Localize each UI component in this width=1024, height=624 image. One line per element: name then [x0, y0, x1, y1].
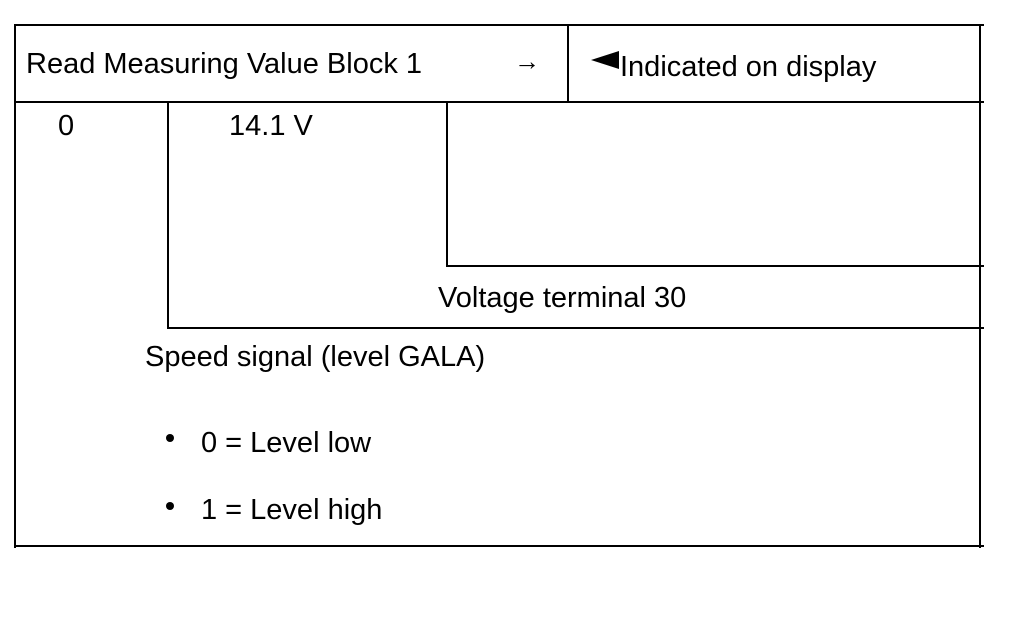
right-arrow-icon: →: [514, 46, 540, 76]
value-field-2: 14.1 V: [229, 110, 313, 142]
display-indicator-icon: [591, 51, 619, 69]
bullet-marker-2: [166, 502, 174, 510]
header-cell-separator: [567, 24, 569, 103]
block-title: Read Measuring Value Block 1: [26, 48, 423, 80]
frame-top-border: [14, 24, 984, 26]
header-divider: [14, 101, 984, 103]
bullet-item-2: 1 = Level high: [201, 494, 383, 526]
speed-label: Speed signal (level GALA): [145, 341, 486, 373]
value-field-1: 0: [58, 110, 75, 142]
voltage-leader-vertical: [446, 103, 448, 266]
speed-leader-horizontal: [167, 327, 984, 329]
frame-left-border: [14, 24, 16, 548]
bullet-item-1: 0 = Level low: [201, 427, 372, 459]
speed-leader-vertical: [167, 103, 169, 329]
frame-bottom-border: [14, 545, 984, 547]
voltage-label: Voltage terminal 30: [438, 282, 687, 314]
display-label: Indicated on display: [620, 51, 877, 83]
frame-right-border: [979, 24, 981, 548]
voltage-leader-horizontal: [446, 265, 984, 267]
bullet-marker-1: [166, 434, 174, 442]
